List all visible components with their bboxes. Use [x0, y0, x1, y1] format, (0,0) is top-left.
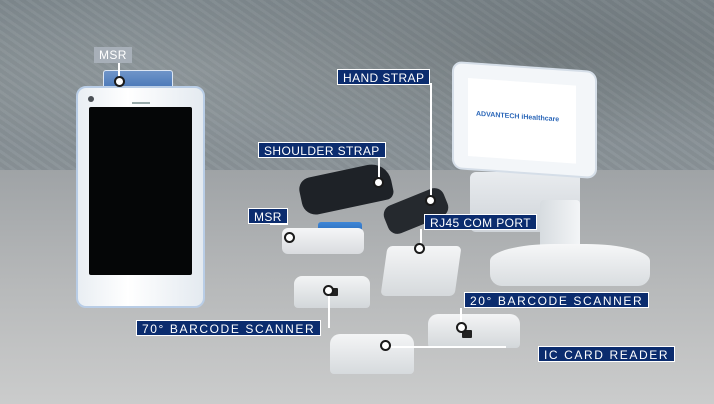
callout-line [420, 229, 422, 251]
callout-line [378, 156, 380, 182]
callout-dot [456, 322, 467, 333]
callout-line [328, 290, 330, 328]
callout-line [118, 63, 120, 83]
label-msr: MSR [248, 208, 288, 224]
callout-line [460, 308, 462, 328]
callout-dot [114, 76, 125, 87]
label-barcode-20: 20° BARCODE SCANNER [464, 292, 650, 308]
callout-dot [425, 195, 436, 206]
logo-brand: ADVANTECH [476, 110, 520, 121]
label-rj45: RJ45 COM PORT [424, 214, 537, 230]
callout-dot [284, 232, 295, 243]
label-barcode-70: 70° BARCODE SCANNER [136, 320, 322, 336]
scanner-window [462, 330, 472, 338]
tablet-screen [89, 107, 192, 275]
callout-dot [373, 177, 384, 188]
callout-line [386, 346, 506, 348]
docked-tablet: ADVANTECH iHealthcare [452, 60, 597, 180]
callout-dot [414, 243, 425, 254]
msr-module [282, 228, 364, 254]
callout-line [270, 223, 288, 225]
barcode-20-module [428, 314, 520, 348]
label-msr-top: MSR [94, 47, 132, 63]
label-hand-strap: HAND STRAP [337, 69, 431, 85]
callout-dot [380, 340, 391, 351]
logo-sub: iHealthcare [521, 113, 560, 124]
camera-icon [88, 96, 94, 102]
docked-tablet-screen: ADVANTECH iHealthcare [468, 78, 576, 164]
label-shoulder-strap: SHOULDER STRAP [258, 142, 386, 158]
label-ic-card: IC CARD READER [538, 346, 676, 362]
advantech-logo: ADVANTECH iHealthcare [476, 111, 559, 124]
callout-line [430, 83, 432, 201]
callout-dot [323, 285, 334, 296]
handheld-tablet [76, 86, 205, 308]
dock-base [490, 244, 650, 286]
ic-card-reader-module [330, 334, 414, 374]
speaker-slot [132, 102, 150, 104]
